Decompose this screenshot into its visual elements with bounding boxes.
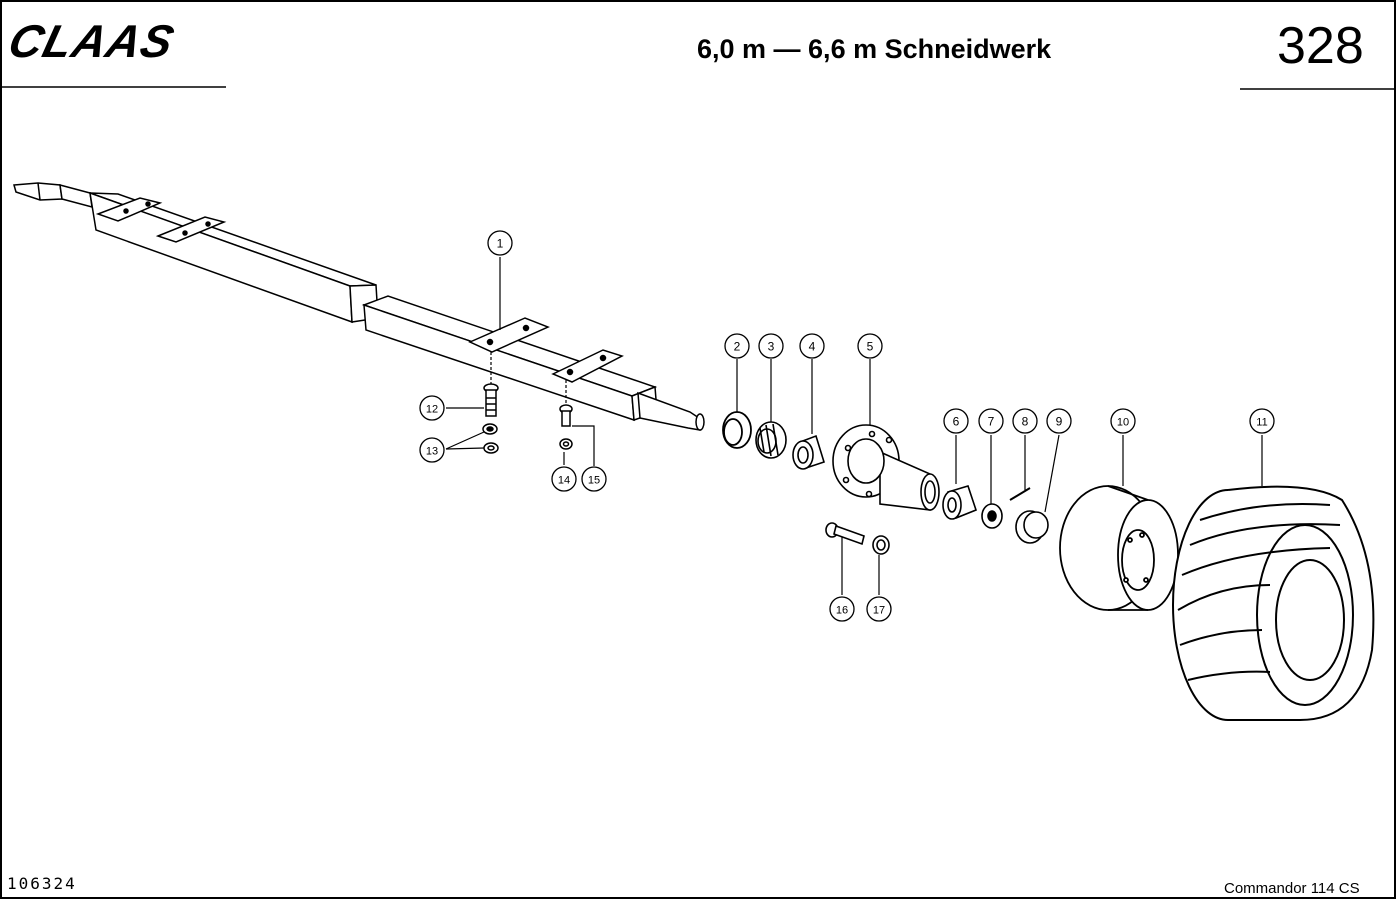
part-4-bearing-cup: [792, 434, 825, 470]
callout-label-11: 11: [1256, 417, 1267, 429]
callout-label-16: 16: [836, 605, 848, 617]
callout-circle-2: [724, 333, 750, 359]
callout-label-7: 7: [988, 415, 995, 429]
callout-label-12: 12: [426, 404, 438, 416]
part-5-hub: [832, 424, 940, 511]
part-17-wheel-nut: [872, 535, 890, 555]
callout-label-4: 4: [809, 340, 816, 354]
document-number: 106324: [7, 874, 77, 893]
callout-label-9: 9: [1056, 415, 1063, 429]
callout-circle-14: [551, 466, 577, 492]
callout-circle-3: [758, 333, 784, 359]
callout-circle-16: [829, 596, 855, 622]
page-title: 6,0 m — 6,6 m Schneidwerk: [697, 34, 1052, 64]
callout-label-15: 15: [588, 475, 600, 487]
bolt-15: [559, 404, 573, 450]
page-number: 328: [1277, 17, 1364, 75]
callout-circle-9: [1046, 408, 1072, 434]
callout-circle-10: [1110, 408, 1136, 434]
callout-label-17: 17: [873, 605, 885, 617]
part-16-wheel-bolt: [825, 522, 865, 546]
callout-label-3: 3: [768, 340, 775, 354]
callout-circle-4: [799, 333, 825, 359]
callout-circle-13: [419, 437, 445, 463]
part-10-rim: [1059, 485, 1179, 611]
callout-circle-6: [943, 408, 969, 434]
model-name: Commandor 114 CS: [1224, 880, 1360, 897]
callout-label-6: 6: [953, 415, 960, 429]
callout-label-5: 5: [867, 340, 874, 354]
part-9-cap: [1015, 510, 1049, 544]
callout-circle-15: [581, 466, 607, 492]
washer-nut-13: [482, 423, 499, 454]
callout-label-13: 13: [426, 446, 438, 458]
callout-label-2: 2: [734, 340, 741, 354]
callout-circle-8: [1012, 408, 1038, 434]
callout-circle-5: [857, 333, 883, 359]
callout-label-14: 14: [558, 475, 570, 487]
part-7-nut: [981, 503, 1003, 529]
part-3-bearing: [755, 421, 787, 459]
callout-circle-17: [866, 596, 892, 622]
part-6-bearing: [942, 485, 977, 520]
part-11-tyre: [1172, 485, 1375, 721]
callout-circle-12: [419, 395, 445, 421]
callout-label-10: 10: [1117, 417, 1129, 429]
leader-lines: [445, 257, 1263, 595]
brand-logo: CLAAS: [3, 15, 180, 67]
part-2-seal: [722, 411, 752, 449]
bolt-12: [483, 383, 499, 417]
callout-label-8: 8: [1022, 415, 1029, 429]
callout-label-1: 1: [497, 237, 504, 251]
callout-circle-1: [487, 230, 513, 256]
part-8-pin: [1009, 487, 1031, 501]
mounting-plates: [95, 197, 624, 383]
callout-circle-11: [1249, 408, 1275, 434]
callout-circle-7: [978, 408, 1004, 434]
